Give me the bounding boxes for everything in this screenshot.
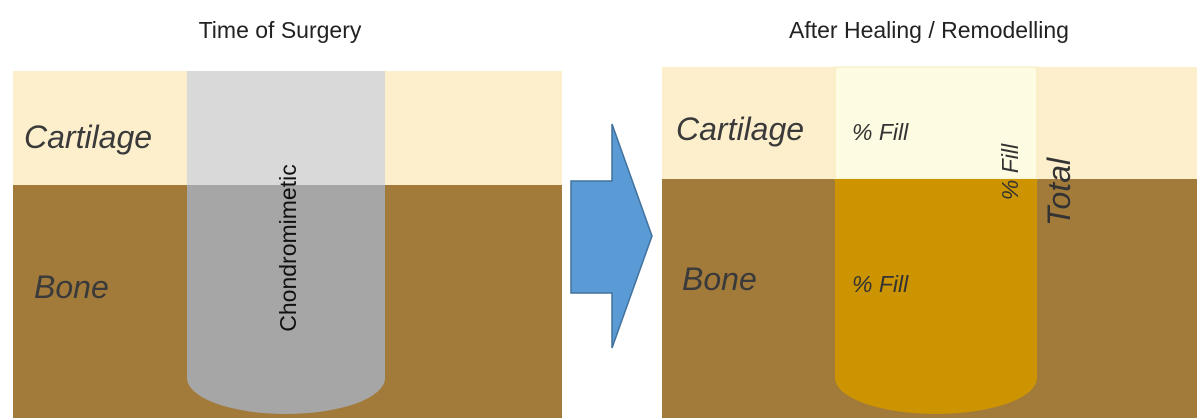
right-cartilage-label: Cartilage xyxy=(676,111,804,147)
cartilage-fill-label: % Fill xyxy=(852,119,909,145)
left-bone-label: Bone xyxy=(34,269,109,305)
right-bone-label: Bone xyxy=(682,261,757,297)
time-of-surgery-title: Time of Surgery xyxy=(199,17,362,43)
chondromimetic-implant-label: Chondromimetic xyxy=(275,164,301,331)
side-fill-label: % Fill xyxy=(997,143,1023,200)
total-fill-label: Total xyxy=(1041,157,1077,226)
time-of-surgery-panel: Time of Surgery Cartilage Bone Chondromi… xyxy=(13,17,562,418)
bone-fill-label: % Fill xyxy=(852,271,909,297)
after-healing-panel: After Healing / Remodelling Cartilage Bo… xyxy=(662,17,1197,418)
progression-arrow xyxy=(571,124,652,348)
after-healing-title: After Healing / Remodelling xyxy=(789,17,1069,43)
left-cartilage-label: Cartilage xyxy=(24,119,152,155)
